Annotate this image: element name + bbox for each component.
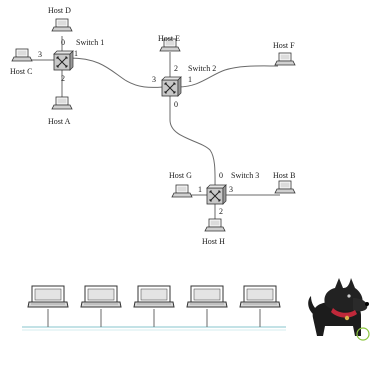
switch-1[interactable]	[54, 51, 73, 70]
laptop-icon[interactable]	[205, 219, 225, 231]
port-number: 2	[174, 64, 178, 73]
port-number: 2	[61, 74, 65, 83]
host-label: Host F	[273, 41, 295, 50]
laptop-icon[interactable]	[275, 53, 295, 65]
port-number: 3	[38, 50, 42, 59]
laptop-icon[interactable]	[52, 19, 72, 31]
port-number: 0	[174, 100, 178, 109]
host-label: Host G	[169, 171, 192, 180]
port-number: 0	[61, 38, 65, 47]
workstation-icon[interactable]	[134, 286, 174, 307]
workstation-icon[interactable]	[81, 286, 121, 307]
port-number: 1	[198, 185, 202, 194]
workstation-icon[interactable]	[28, 286, 68, 307]
port-number: 1	[188, 75, 192, 84]
laptop-icon[interactable]	[275, 181, 295, 193]
switch-2[interactable]	[162, 77, 181, 96]
host-label: Host C	[10, 67, 32, 76]
host-label: Host E	[158, 34, 180, 43]
port-number: 3	[152, 75, 156, 84]
switch-label: Switch 1	[76, 38, 104, 47]
host-label: Host D	[48, 6, 71, 15]
laptop-icon[interactable]	[52, 97, 72, 109]
workstation-icon[interactable]	[240, 286, 280, 307]
link-switch1-switch2	[70, 58, 163, 87]
host-label: Host B	[273, 171, 295, 180]
workstation-icon[interactable]	[187, 286, 227, 307]
port-number: 1	[74, 49, 78, 58]
host-label: Host H	[202, 237, 225, 246]
port-number: 2	[219, 207, 223, 216]
switch-3[interactable]	[207, 185, 226, 204]
switch-label: Switch 2	[188, 64, 216, 73]
laptop-icon[interactable]	[172, 185, 192, 197]
bus-network	[22, 286, 286, 330]
host-label: Host A	[48, 117, 71, 126]
switch-label: Switch 3	[231, 171, 259, 180]
port-number: 0	[219, 171, 223, 180]
port-number: 3	[229, 185, 233, 194]
laptop-icon[interactable]	[12, 49, 32, 61]
scottie-dog-icon	[308, 278, 369, 340]
